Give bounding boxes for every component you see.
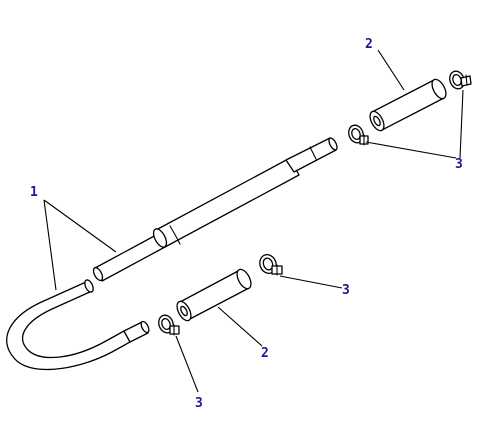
callout-clip-top-right: 3 <box>455 157 463 172</box>
straight-hose <box>92 137 338 282</box>
callout-sleeve-top: 2 <box>365 37 373 52</box>
sleeve-top <box>369 78 447 132</box>
bent-hose <box>6 279 150 371</box>
sleeve-bottom <box>176 268 252 322</box>
callout-hose: 1 <box>30 185 38 200</box>
clip-mid-right <box>259 254 283 276</box>
clip-top-mid <box>348 124 369 146</box>
callout-clip-bottom: 3 <box>195 396 203 411</box>
leader-lines <box>43 49 464 393</box>
callout-sleeve-bottom: 2 <box>261 346 269 361</box>
clip-top-right <box>449 70 472 90</box>
clip-bottom <box>158 314 180 336</box>
callout-labels: 1 2 2 3 3 3 <box>30 37 463 411</box>
callout-clip-mid-right: 3 <box>342 283 350 298</box>
